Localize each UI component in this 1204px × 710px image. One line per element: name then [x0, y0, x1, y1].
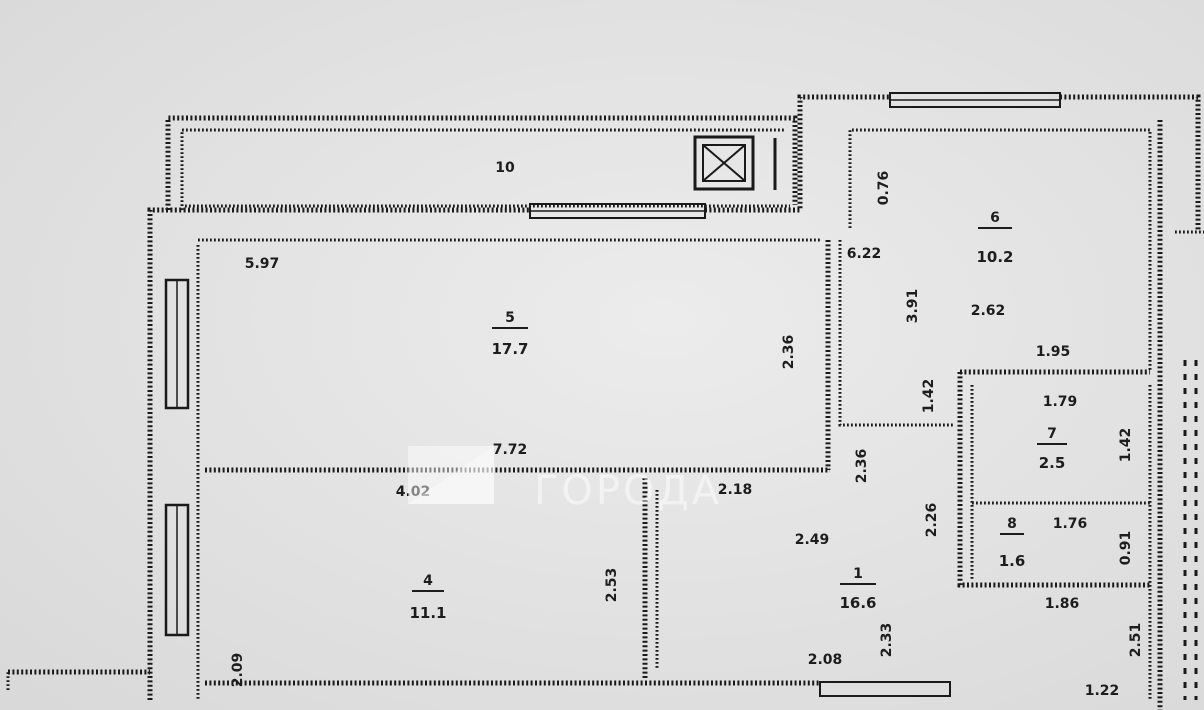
dim-0-91: 0.91 — [1118, 531, 1134, 566]
dim-2-53: 2.53 — [604, 568, 620, 603]
room-6-number: 6 — [990, 210, 1000, 226]
room-5-number: 5 — [505, 310, 515, 326]
watermark-logo-icon — [408, 446, 494, 504]
dim-1-42: 1.42 — [921, 379, 937, 414]
dim-6-22: 6.22 — [847, 246, 882, 262]
dim-4-02: 4.02 — [396, 484, 431, 500]
dim-2-18: 2.18 — [718, 482, 753, 498]
dim-2-62: 2.62 — [971, 303, 1006, 319]
room-7-number: 7 — [1047, 426, 1057, 442]
dim-1-86: 1.86 — [1045, 596, 1080, 612]
room-8-number: 8 — [1007, 516, 1017, 532]
dim-3-91: 3.91 — [905, 289, 921, 324]
dim-2-49: 2.49 — [795, 532, 830, 548]
dim-5-97: 5.97 — [245, 256, 280, 272]
dimension-labels: 5.97 7.72 6.22 2.62 1.95 1.79 1.76 1.86 … — [245, 246, 1120, 699]
interior-walls — [196, 128, 1152, 700]
room-1-number: 1 — [853, 566, 863, 582]
dim-1-42-right: 1.42 — [1118, 428, 1134, 463]
dim-2-26: 2.26 — [924, 503, 940, 538]
watermark-text: ГОРОДА — [534, 468, 722, 514]
dim-2-09: 2.09 — [230, 653, 246, 688]
dim-2-36-room5: 2.36 — [781, 335, 797, 370]
dim-1-22: 1.22 — [1085, 683, 1120, 699]
dim-2-36-mid: 2.36 — [854, 449, 870, 484]
room-4-number: 4 — [423, 573, 433, 589]
room-10-number: 10 — [495, 160, 515, 176]
room-8-area: 1.6 — [999, 552, 1026, 570]
watermark: ГОРОДА — [408, 446, 722, 514]
ventilation-shaft-icon — [693, 135, 777, 191]
dim-2-08: 2.08 — [808, 652, 843, 668]
room-4-area: 11.1 — [409, 604, 446, 622]
stair-hatching — [1183, 360, 1198, 700]
dim-0-76: 0.76 — [876, 171, 892, 206]
windows — [164, 92, 1061, 697]
room-labels: 10 5 17.7 6 10.2 7 2.5 8 1.6 4 11.1 1 16… — [409, 160, 1067, 622]
dim-1-95: 1.95 — [1036, 344, 1071, 360]
dim-1-76: 1.76 — [1053, 516, 1088, 532]
dim-2-33: 2.33 — [879, 623, 895, 658]
watermark-logo-shape — [408, 446, 494, 504]
room-7-area: 2.5 — [1039, 454, 1066, 472]
room-5-area: 17.7 — [491, 340, 528, 358]
balcony-walls — [165, 115, 798, 210]
dim-2-51: 2.51 — [1128, 623, 1144, 658]
dim-1-79: 1.79 — [1043, 394, 1078, 410]
room-6-area: 10.2 — [976, 248, 1013, 266]
room-1-area: 16.6 — [839, 594, 876, 612]
dimension-labels-vertical: 0.76 2.36 3.91 1.42 2.36 2.26 1.42 0.91 … — [230, 171, 1144, 688]
outer-walls — [6, 94, 1204, 710]
dim-7-72: 7.72 — [493, 442, 528, 458]
